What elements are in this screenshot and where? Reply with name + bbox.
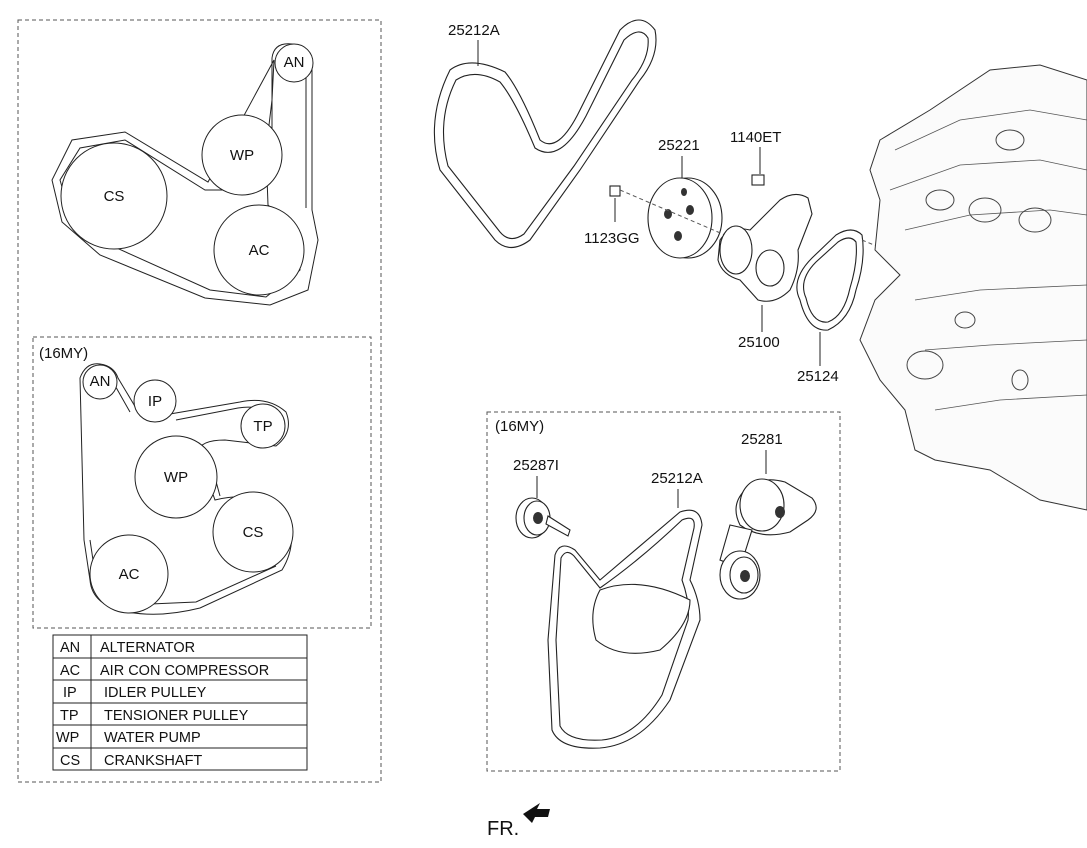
left-16my-border xyxy=(32,336,372,629)
water-pump: 25100 xyxy=(717,193,813,351)
left-16my-tag: (16MY) xyxy=(39,345,88,362)
right-16my-border xyxy=(486,411,841,772)
water-pump-pulley: 25221 xyxy=(647,137,723,259)
label-25100: 25100 xyxy=(738,334,780,351)
legend-code: AC xyxy=(60,663,80,679)
label-25281: 25281 xyxy=(741,431,783,448)
pulley-hole-icon xyxy=(664,209,672,219)
pulley-16my-ip xyxy=(133,379,177,423)
legend-table: AN ALTERNATOR AC AIR CON COMPRESSOR IP I… xyxy=(52,634,308,771)
pulley-cs-label: CS xyxy=(104,188,125,205)
engine-outline xyxy=(859,64,1087,511)
pulley-16my-tp-label: TP xyxy=(253,418,272,435)
gasket: 25124 xyxy=(796,229,906,385)
right-16my-panel: (16MY) 25287I 25212A 25281 xyxy=(486,411,841,772)
pulley-ac-label: AC xyxy=(249,242,270,259)
bolt-head-icon xyxy=(751,174,765,186)
pump-hub xyxy=(719,225,753,275)
pulley-hole-icon xyxy=(686,205,694,215)
bolt-head-icon xyxy=(609,185,621,197)
legend-name: TENSIONER PULLEY xyxy=(104,708,249,724)
legend-code: WP xyxy=(56,730,79,746)
legend-name: CRANKSHAFT xyxy=(104,753,202,769)
fr-label: FR. xyxy=(487,818,519,840)
pulley-16my-an-label: AN xyxy=(90,373,111,390)
pulley-16my-an xyxy=(82,364,118,400)
pulley-16my-ac-label: AC xyxy=(119,566,140,583)
label-25212a: 25212A xyxy=(448,22,500,39)
engine-block-illustration xyxy=(859,64,1087,511)
pulley-wp-label: WP xyxy=(230,147,254,164)
pulley-rim xyxy=(647,177,713,259)
tensioner-bolt-icon xyxy=(775,506,785,518)
pulley-ac xyxy=(213,204,305,296)
engine-detail-lines xyxy=(889,109,1087,411)
pulley-16my-wp-label: WP xyxy=(164,469,188,486)
tensioner-body xyxy=(739,478,785,532)
front-indicator: FR. xyxy=(487,803,550,840)
left-16my-panel: (16MY) AN IP TP WP CS AC xyxy=(32,336,372,629)
gasket-inner xyxy=(803,237,857,323)
legend-name: IDLER PULLEY xyxy=(104,685,207,701)
pulley-16my-cs-label: CS xyxy=(243,524,264,541)
idler-hub-icon xyxy=(533,512,543,524)
legend-name: WATER PUMP xyxy=(104,730,201,746)
legend-code: TP xyxy=(60,708,79,724)
belt-25212a-top: 25212A xyxy=(433,19,657,249)
engine-port-icon xyxy=(906,350,944,380)
left-belt-panel: AN WP CS AC xyxy=(17,19,382,783)
pulley-cs xyxy=(60,142,168,250)
label-25212a-16my: 25212A xyxy=(651,470,703,487)
engine-port-icon xyxy=(1018,207,1052,233)
pulley-16my-ac xyxy=(89,534,169,614)
tensioner-hub-icon xyxy=(740,570,750,582)
pulley-an-label: AN xyxy=(284,54,305,71)
legend-code: CS xyxy=(60,753,80,769)
pulley-16my-ip-label: IP xyxy=(148,393,162,410)
belt-16my-loop xyxy=(592,583,691,654)
right-16my-tag: (16MY) xyxy=(495,418,544,435)
label-25124: 25124 xyxy=(797,368,839,385)
legend-code: IP xyxy=(63,685,77,701)
pulley-16my-wp xyxy=(134,435,218,519)
pulley-hole-icon xyxy=(674,231,682,241)
engine-port-icon xyxy=(925,189,955,211)
engine-port-icon xyxy=(995,129,1025,151)
pump-body xyxy=(717,193,813,302)
engine-port-icon xyxy=(1011,369,1029,391)
pulley-hole-icon xyxy=(681,188,687,196)
pulley-wp xyxy=(201,114,283,196)
front-arrow-icon xyxy=(523,803,550,823)
pulley-an xyxy=(274,43,314,83)
legend-code: AN xyxy=(60,640,80,656)
label-1123gg: 1123GG xyxy=(584,230,640,247)
belt-routing-16my xyxy=(79,363,293,615)
bolt-1140et: 1140ET xyxy=(730,129,781,186)
pulley-16my-cs xyxy=(212,491,294,573)
legend-name: ALTERNATOR xyxy=(100,640,195,656)
label-1140et: 1140ET xyxy=(730,129,781,146)
engine-port-icon xyxy=(954,311,976,329)
idler-bolt xyxy=(545,515,571,537)
legend-name: AIR CON COMPRESSOR xyxy=(100,663,269,679)
label-25221: 25221 xyxy=(658,137,700,154)
engine-port-icon xyxy=(968,197,1002,223)
pump-impeller xyxy=(755,249,785,287)
left-panel-border xyxy=(17,19,382,783)
belt-top-inner xyxy=(442,31,649,240)
label-25287i: 25287I xyxy=(513,457,559,474)
pulley-16my-tp xyxy=(240,403,286,449)
